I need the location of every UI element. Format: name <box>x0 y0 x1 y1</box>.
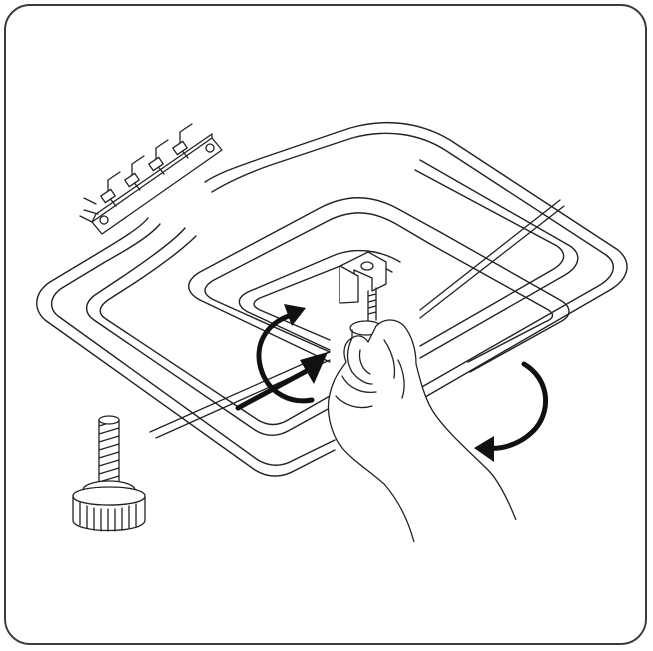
element-inner-wire-b <box>99 169 565 426</box>
terminal-plate-edge <box>91 133 213 223</box>
terminal-hole-right <box>205 143 215 153</box>
terminal-block-icon <box>79 123 223 235</box>
thumb-screw-icon <box>72 415 146 532</box>
element-right-loop-b <box>429 243 554 363</box>
oven-heating-element-icon <box>36 121 628 477</box>
terminal-hole-left <box>99 215 109 225</box>
rotate-counterclockwise-arrow-icon <box>256 304 315 404</box>
element-right-loop-a <box>439 231 570 373</box>
element-center-loop-a <box>188 197 441 363</box>
screw-knurling <box>79 502 137 532</box>
rotate-clockwise-arrow-icon <box>474 361 549 462</box>
element-center-loop-b <box>204 212 431 353</box>
element-innermost-loop-a <box>238 249 401 351</box>
element-outer-wire-b <box>51 132 614 466</box>
push-arrow-icon <box>235 352 328 411</box>
hand-icon <box>327 319 517 543</box>
element-support-rod <box>149 199 561 433</box>
terminal-pins <box>79 123 193 223</box>
element-outer-wire-a <box>36 121 628 477</box>
element-inner-wire-a <box>85 159 579 436</box>
terminal-plate <box>91 137 223 235</box>
